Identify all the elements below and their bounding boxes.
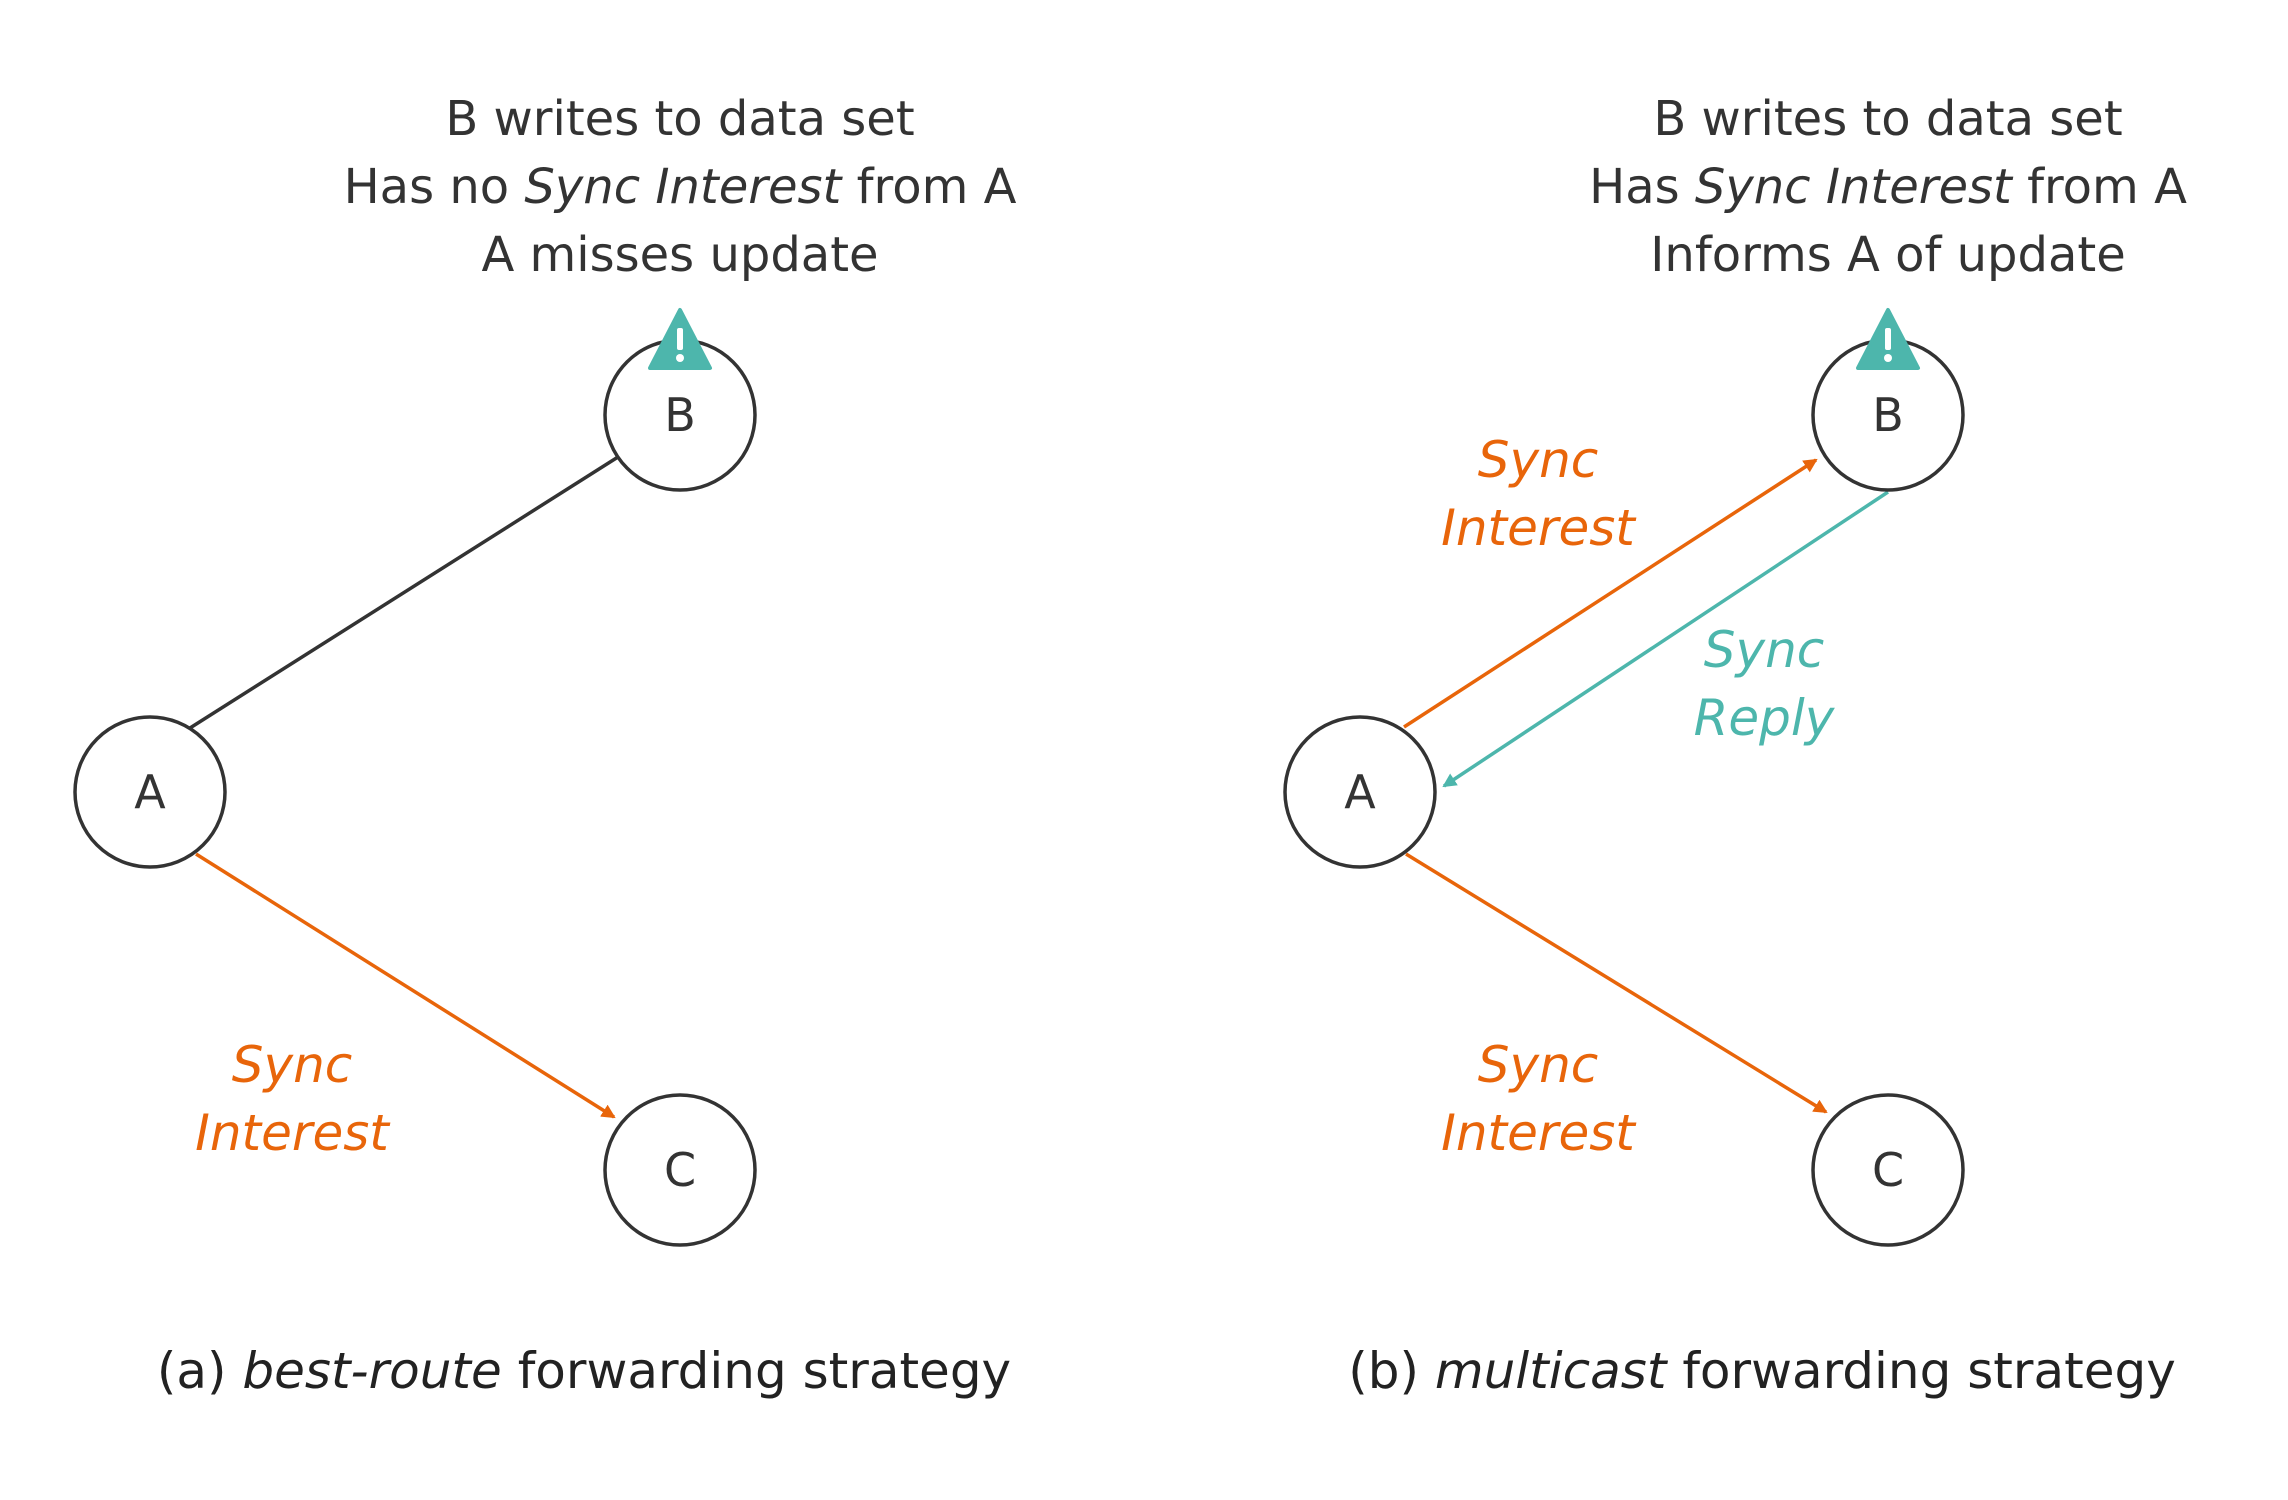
panel-a-edge-a-c-label-line2: Interest <box>195 1104 391 1162</box>
panel-b-node-b: B <box>1811 338 1965 492</box>
panel-a-node-c: C <box>603 1093 757 1247</box>
panel-a: B writes to data set Has no Sync Interes… <box>73 91 1017 1400</box>
panel-b-edge-a-b-label-line1: Sync <box>1478 431 1599 489</box>
panel-a-header-line2-em: Sync Interest <box>524 159 843 215</box>
panel-b: B writes to data set Has Sync Interest f… <box>1283 91 2187 1400</box>
panel-b-edge-a-b-label-line2: Interest <box>1441 499 1637 557</box>
panel-b-caption-suffix: forwarding strategy <box>1666 1342 2175 1400</box>
panel-a-caption-em: best-route <box>242 1342 501 1400</box>
panel-a-node-a-label: A <box>134 765 166 819</box>
panel-a-node-c-circle <box>603 1093 757 1247</box>
panel-a-header-line2-suffix: from A <box>841 159 1016 215</box>
panel-b-edge-a-b-interest <box>1403 458 1818 729</box>
panel-a-header-line2: Has no Sync Interest from A <box>344 159 1017 215</box>
panel-a-caption: (a) best-route forwarding strategy <box>157 1342 1011 1400</box>
panel-b-edge-b-a-label-line1: Sync <box>1704 621 1825 679</box>
panel-a-edge-a-c <box>195 852 616 1119</box>
panel-b-node-c-circle <box>1811 1093 1965 1247</box>
panel-b-edge-b-a-reply <box>1442 490 1889 788</box>
panel-a-node-c-label: C <box>664 1143 696 1197</box>
panel-a-header: B writes to data set Has no Sync Interes… <box>344 91 1017 283</box>
panel-b-node-c: C <box>1811 1093 1965 1247</box>
panel-b-header-line1: B writes to data set <box>1653 91 2122 147</box>
panel-a-node-a-circle <box>73 715 227 869</box>
warning-triangle-icon <box>1856 308 1920 370</box>
panel-a-header-line3: A misses update <box>481 227 878 283</box>
panel-b-header-line2: Has Sync Interest from A <box>1589 159 2187 215</box>
panel-b-edge-a-c-label-line1: Sync <box>1478 1036 1599 1094</box>
panel-b-caption: (b) multicast forwarding strategy <box>1348 1342 2176 1400</box>
panel-b-header: B writes to data set Has Sync Interest f… <box>1589 91 2187 283</box>
panel-b-header-line3: Informs A of update <box>1650 227 2126 283</box>
panel-b-header-line2-suffix: from A <box>2012 159 2187 215</box>
panel-a-edge-a-b <box>189 455 619 730</box>
panel-b-node-c-label: C <box>1872 1143 1904 1197</box>
panel-b-edge-b-a-label-line2: Reply <box>1694 689 1836 747</box>
panel-b-node-a: A <box>1283 715 1437 869</box>
panel-b-edge-a-c-label-line2: Interest <box>1441 1104 1637 1162</box>
panel-a-node-b-label: B <box>664 388 696 442</box>
panel-a-edge-a-c-label-line1: Sync <box>232 1036 353 1094</box>
panel-b-node-a-circle <box>1283 715 1437 869</box>
panel-b-header-line2-em: Sync Interest <box>1695 159 2014 215</box>
panel-a-header-line1: B writes to data set <box>445 91 914 147</box>
panel-b-header-line2-prefix: Has <box>1589 159 1695 215</box>
panel-b-caption-prefix: (b) <box>1348 1342 1435 1400</box>
panel-a-caption-suffix: forwarding strategy <box>502 1342 1011 1400</box>
panel-a-header-line2-prefix: Has no <box>344 159 525 215</box>
panel-a-caption-prefix: (a) <box>157 1342 243 1400</box>
panel-b-edge-a-c-interest <box>1405 852 1828 1114</box>
panel-b-node-a-label: A <box>1344 765 1376 819</box>
panel-a-node-a: A <box>73 715 227 869</box>
warning-triangle-icon <box>648 308 712 370</box>
panel-b-node-b-label: B <box>1872 388 1904 442</box>
panel-b-caption-em: multicast <box>1435 1342 1669 1400</box>
